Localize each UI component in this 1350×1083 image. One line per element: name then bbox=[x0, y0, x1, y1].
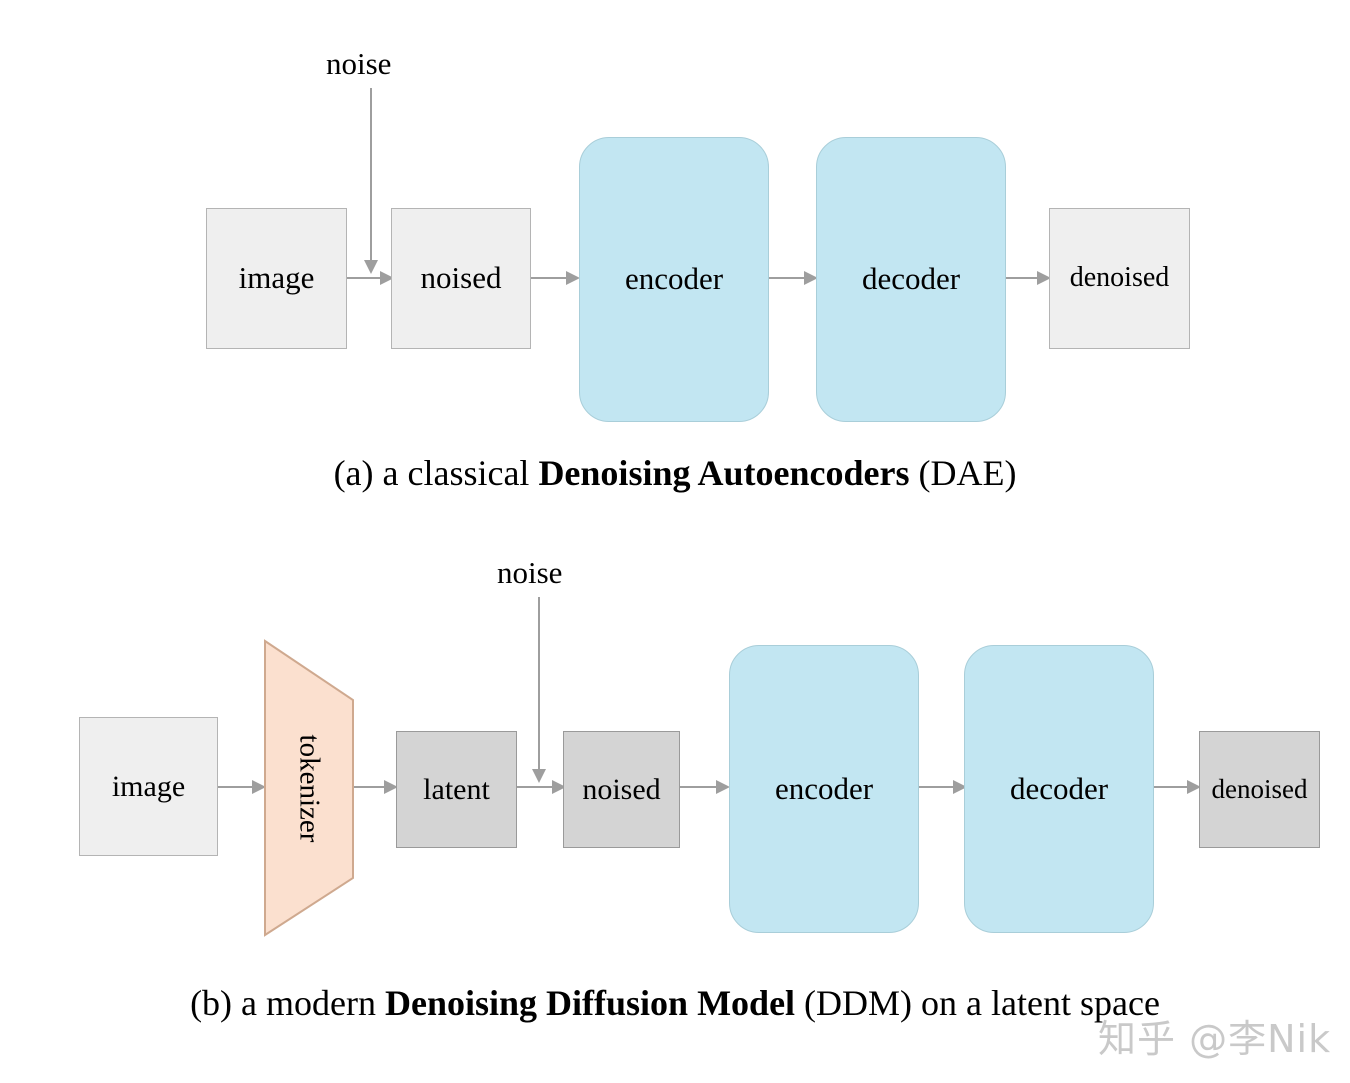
watermark: 知乎 @李Nik bbox=[1098, 1017, 1332, 1061]
panel-b-caption-prefix: (b) a modern bbox=[190, 983, 385, 1023]
panel-b-node-noised[interactable]: noised bbox=[563, 731, 680, 848]
panel-b-node-tokenizer[interactable]: tokenizer bbox=[263, 638, 355, 938]
panel-b-caption: (b) a modern Denoising Diffusion Model (… bbox=[0, 982, 1350, 1024]
panel-a-node-decoder-label: decoder bbox=[861, 261, 961, 297]
panel-b-node-tokenizer-label: tokenizer bbox=[293, 734, 326, 842]
panel-b-node-denoised-label: denoised bbox=[1211, 773, 1308, 804]
tokenizer-trapezoid-shape bbox=[264, 639, 354, 937]
panel-a-node-image-label: image bbox=[238, 260, 315, 296]
panel-b-node-latent[interactable]: latent bbox=[396, 731, 517, 848]
panel-a-node-encoder-label: encoder bbox=[624, 261, 724, 297]
panel-b-node-encoder-label: encoder bbox=[774, 770, 874, 806]
panel-a-node-noised-label: noised bbox=[420, 260, 502, 296]
panel-a-noise-label: noise bbox=[326, 46, 392, 81]
panel-a-node-image[interactable]: image bbox=[206, 208, 347, 349]
panel-a-node-denoised-label: denoised bbox=[1069, 262, 1170, 294]
panel-b-noise-label: noise bbox=[497, 555, 563, 590]
panel-b-node-decoder-label: decoder bbox=[1009, 770, 1109, 806]
panel-a-node-noised[interactable]: noised bbox=[391, 208, 531, 349]
panel-a-node-encoder[interactable]: encoder bbox=[579, 137, 769, 422]
panel-a-caption: (a) a classical Denoising Autoencoders (… bbox=[0, 452, 1350, 494]
panel-b-node-denoised[interactable]: denoised bbox=[1199, 731, 1320, 848]
panel-b-node-noised-label: noised bbox=[582, 773, 661, 806]
panel-b-node-encoder[interactable]: encoder bbox=[729, 645, 919, 933]
panel-b-caption-bold: Denoising Diffusion Model bbox=[385, 983, 796, 1023]
panel-b-node-latent-label: latent bbox=[423, 773, 490, 806]
panel-a-node-decoder[interactable]: decoder bbox=[816, 137, 1006, 422]
panel-b-node-tokenizer-label-wrap: tokenizer bbox=[263, 638, 355, 938]
panel-b-node-image-label: image bbox=[111, 770, 186, 803]
panel-a-caption-prefix: (a) a classical bbox=[333, 453, 539, 493]
panel-b-node-decoder[interactable]: decoder bbox=[964, 645, 1154, 933]
panel-a-caption-suffix: (DAE) bbox=[909, 453, 1017, 493]
panel-b-node-image[interactable]: image bbox=[79, 717, 218, 856]
panel-a-node-denoised[interactable]: denoised bbox=[1049, 208, 1190, 349]
panel-a-caption-bold: Denoising Autoencoders bbox=[538, 453, 910, 493]
panel-b-caption-suffix: (DDM) on a latent space bbox=[795, 983, 1160, 1023]
